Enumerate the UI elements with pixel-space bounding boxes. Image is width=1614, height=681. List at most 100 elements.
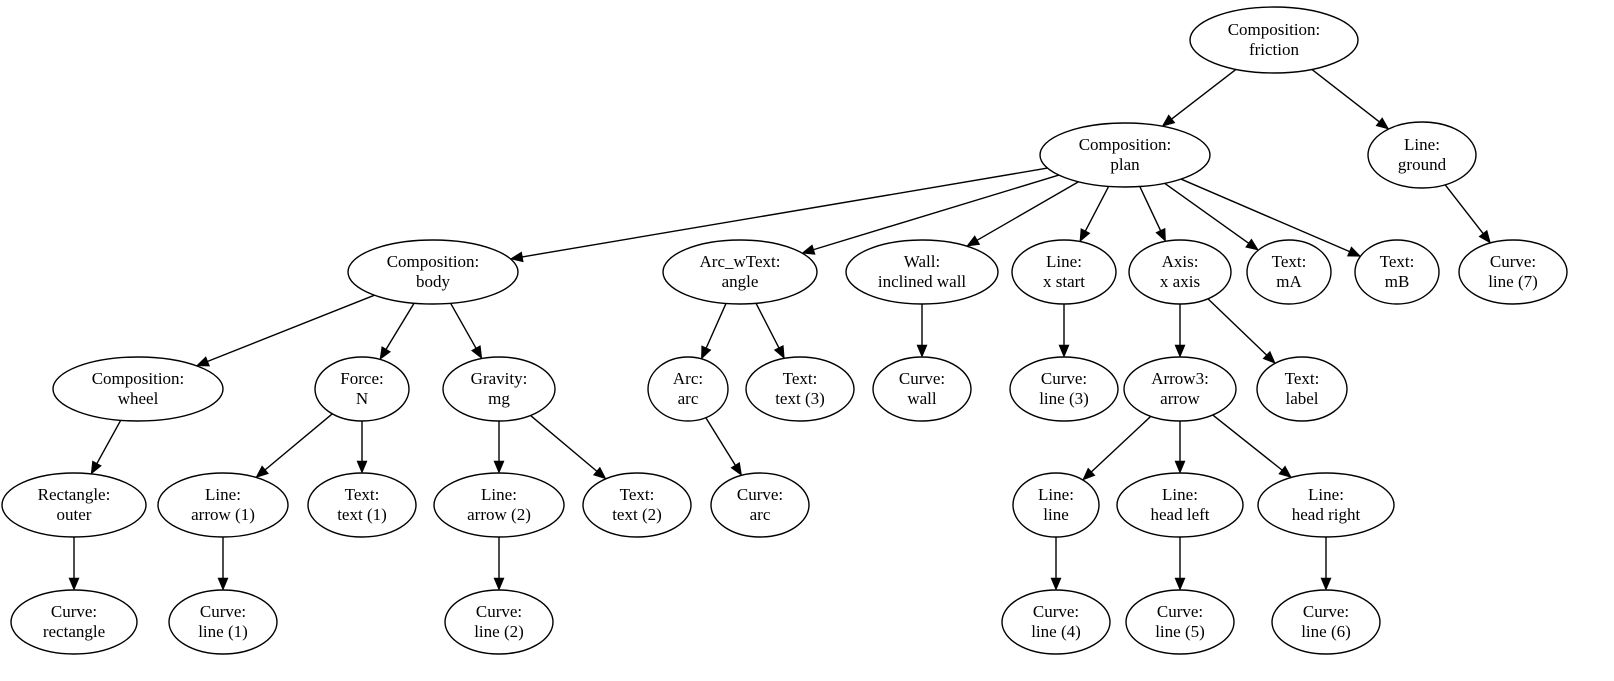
node-label: Text:mB [1380,252,1415,291]
graph-node-angle[interactable]: Arc_wText:angle [662,239,818,305]
arrowhead-icon [255,465,269,478]
node-label-type: Curve: [476,602,522,621]
node-label: Line:head left [1151,485,1210,524]
node-outline [1116,472,1244,538]
node-outline [307,472,417,538]
graph-node-body[interactable]: Composition:body [347,239,519,305]
node-label-name: wall [907,389,937,408]
arrowhead-icon [1155,227,1166,243]
graph-node-line_line[interactable]: Line:line [1012,472,1100,538]
graph-node-mA[interactable]: Text:mA [1246,239,1332,305]
graph-node-text1[interactable]: Text:text (1) [307,472,417,538]
node-outline [1011,239,1117,305]
node-label-type: Curve: [737,485,783,504]
arrowhead-icon [592,466,607,480]
node-label-name: mg [488,389,510,408]
graph-node-curve_rect[interactable]: Curve:rectangle [10,589,138,655]
node-label: Rectangle:outer [38,485,111,524]
node-label: Line:head right [1292,485,1361,524]
graph-node-line6[interactable]: Curve:line (6) [1271,589,1381,655]
graph-node-x_start[interactable]: Line:x start [1011,239,1117,305]
graph-node-arrow2[interactable]: Line:arrow (2) [433,472,565,538]
node-label-type: Curve: [200,602,246,621]
graph-node-line2[interactable]: Curve:line (2) [444,589,554,655]
graph-node-line4[interactable]: Curve:line (4) [1001,589,1111,655]
node-outline [1256,356,1348,422]
arrowhead-icon [379,346,391,361]
graph-node-rect_outer[interactable]: Rectangle:outer [1,472,147,538]
node-label: Text:label [1285,369,1320,408]
graph-edge [813,174,1060,251]
node-label: Gravity:mg [471,369,528,408]
node-label: Composition:plan [1079,135,1172,174]
arrowhead-icon [1161,114,1176,127]
graph-node-line3[interactable]: Curve:line (3) [1009,356,1119,422]
node-label: Curve:line (7) [1488,252,1538,291]
node-outline [168,589,278,655]
graph-edge [207,294,375,363]
node-label-name: body [416,272,451,291]
node-label-name: wheel [118,389,159,408]
node-label-name: text (1) [337,505,387,524]
node-label-type: Line: [1162,485,1198,504]
graph-node-curve_wall[interactable]: Curve:wall [872,356,972,422]
graph-node-ground[interactable]: Line:ground [1367,121,1477,189]
graph-node-text3[interactable]: Text:text (3) [745,356,855,422]
arrowhead-icon [1174,460,1186,474]
arrowhead-icon [1050,577,1062,591]
arrowhead-icon [90,460,102,475]
node-label: Composition:friction [1228,20,1321,59]
arrowhead-icon [773,344,785,360]
graph-edge [96,419,122,464]
graph-node-line1[interactable]: Curve:line (1) [168,589,278,655]
graph-node-head_right[interactable]: Line:head right [1257,472,1395,538]
graph-edge [450,302,477,349]
node-outline [1001,589,1111,655]
graph-node-friction[interactable]: Composition:friction [1189,6,1359,74]
node-label-type: Text: [620,485,655,504]
node-label-type: Gravity: [471,369,528,388]
graph-edge [755,302,780,349]
graph-node-plan[interactable]: Composition:plan [1039,122,1211,188]
node-label: Line:line [1038,485,1074,524]
node-label: Text:mA [1272,252,1307,291]
graph-node-wheel[interactable]: Composition:wheel [52,356,224,422]
node-label-name: arc [750,505,771,524]
arrowhead-icon [195,356,210,367]
graph-node-label[interactable]: Text:label [1256,356,1348,422]
graph-node-curve_arc[interactable]: Curve:arc [710,472,810,538]
node-label-name: line (6) [1301,622,1351,641]
node-label-type: Composition: [1079,135,1172,154]
graph-node-text2[interactable]: Text:text (2) [582,472,692,538]
graph-edge [522,167,1048,258]
node-outline [1246,239,1332,305]
graph-edge [1139,186,1162,231]
node-label: Line:arrow (1) [191,485,255,524]
graph-node-mB[interactable]: Text:mB [1354,239,1440,305]
graph-node-gravity_mg[interactable]: Gravity:mg [442,356,556,422]
node-label-name: label [1285,389,1318,408]
node-label-type: Curve: [1157,602,1203,621]
node-outline [647,356,729,422]
graph-node-arrow3[interactable]: Arrow3:arrow [1123,356,1237,422]
graph-edge [705,303,727,349]
graph-node-line5[interactable]: Curve:line (5) [1125,589,1235,655]
node-label-name: angle [722,272,759,291]
graph-node-force_N[interactable]: Force:N [314,356,410,422]
graph-node-arrow1[interactable]: Line:arrow (1) [157,472,289,538]
node-label-name: line (1) [198,622,248,641]
graph-edge [1207,298,1268,356]
arrowhead-icon [1174,344,1186,358]
node-outline [1125,589,1235,655]
graph-node-arc[interactable]: Arc:arc [647,356,729,422]
edge-layer [68,68,1491,591]
node-label-type: Composition: [1228,20,1321,39]
graph-node-line7[interactable]: Curve:line (7) [1458,239,1568,305]
node-label-type: Text: [783,369,818,388]
graph-node-inclined_wall[interactable]: Wall:inclined wall [845,239,999,305]
node-label-name: text (3) [775,389,825,408]
node-outline [745,356,855,422]
graph-node-x_axis[interactable]: Axis:x axis [1128,239,1232,305]
graph-node-head_left[interactable]: Line:head left [1116,472,1244,538]
node-label-type: Force: [340,369,383,388]
